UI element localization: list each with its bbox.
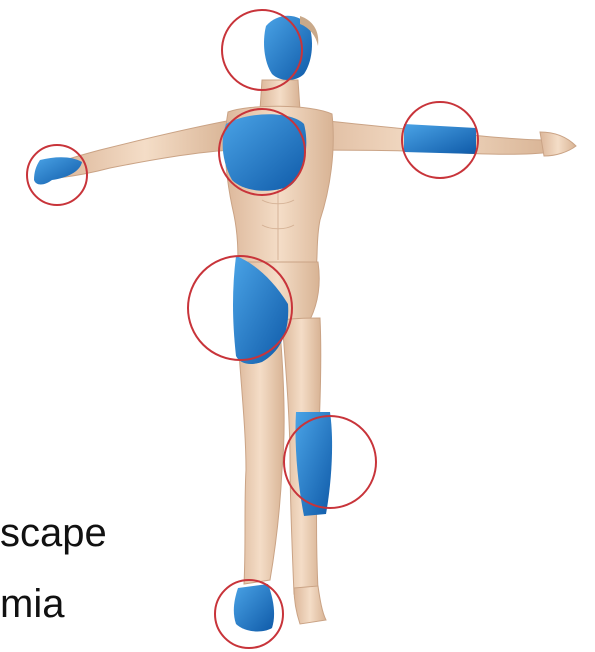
caption-line-1: scape xyxy=(0,511,107,555)
neck xyxy=(260,80,300,110)
highlight-left-foot xyxy=(234,584,274,631)
right-foot xyxy=(294,586,326,624)
highlight-left-hand xyxy=(34,157,82,184)
highlight-chest xyxy=(223,114,307,191)
left-arm xyxy=(58,120,232,178)
caption-line-2: mia xyxy=(0,582,64,626)
right-hand xyxy=(540,132,576,156)
highlight-right-forearm xyxy=(404,124,476,154)
body-skin xyxy=(58,80,576,624)
